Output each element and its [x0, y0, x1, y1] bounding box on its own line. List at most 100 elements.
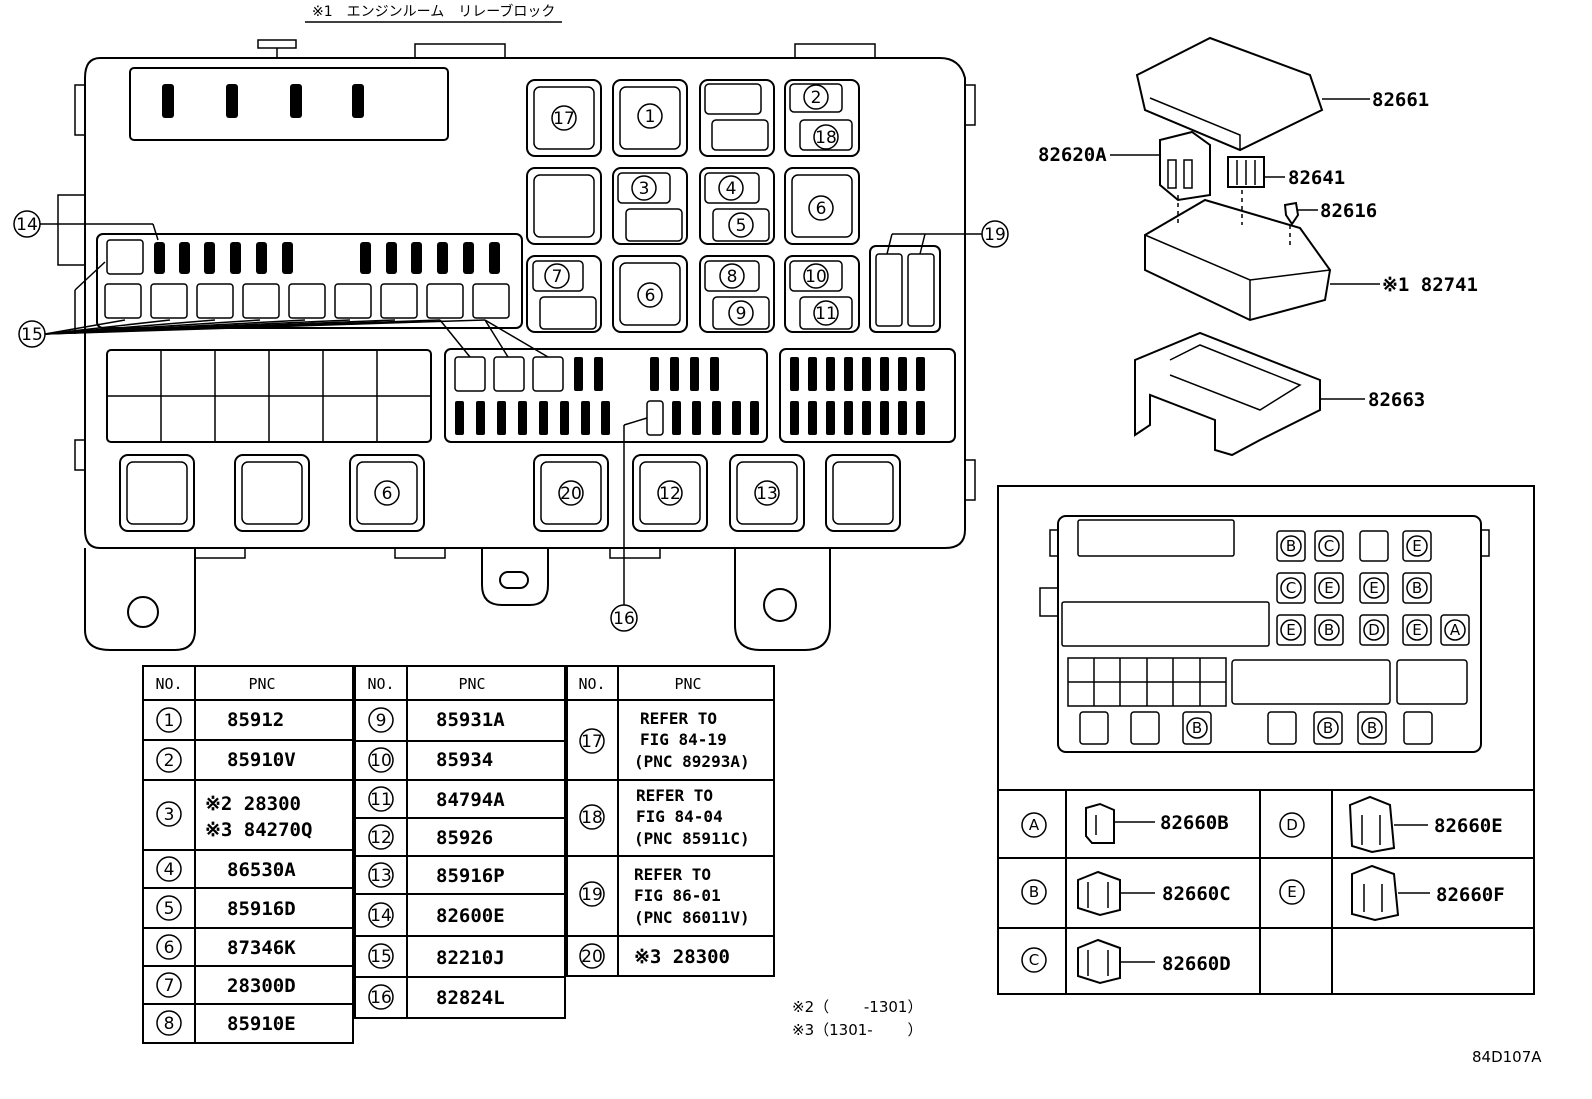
svg-text:B: B [1286, 537, 1296, 555]
svg-text:12: 12 [370, 828, 392, 848]
pnc-8: 85910E [227, 1013, 296, 1035]
pnc-4: 86530A [227, 859, 296, 881]
pnc-1: 85912 [227, 709, 284, 731]
marker-10: 10 [805, 267, 827, 287]
legend-letter-D: D [1286, 816, 1298, 834]
pnc-16: 82824L [436, 987, 505, 1009]
pnc-6: 87346K [227, 937, 296, 959]
svg-text:6: 6 [164, 938, 175, 958]
legend-letter-C: C [1029, 951, 1039, 969]
marker-20: 20 [560, 484, 582, 504]
socket-panel [997, 485, 1535, 995]
svg-text:NO.: NO. [367, 675, 394, 693]
marker-11: 11 [815, 304, 837, 324]
svg-text:REFER TO: REFER TO [640, 709, 717, 728]
svg-text:(PNC 89293A): (PNC 89293A) [634, 752, 750, 771]
callout-markers: 14 15 16 19 [13, 210, 1009, 632]
marker-6a: 6 [816, 199, 827, 219]
legend-pnc-A: 82660B [1160, 812, 1229, 834]
marker-4: 4 [726, 179, 737, 199]
svg-text:11: 11 [370, 790, 392, 810]
callout-16: 16 [613, 609, 635, 629]
svg-text:PNC: PNC [248, 675, 275, 693]
svg-text:13: 13 [370, 866, 392, 886]
svg-text:B: B [1192, 719, 1202, 737]
svg-text:7: 7 [164, 976, 175, 996]
marker-2: 2 [811, 88, 822, 108]
marker-13: 13 [756, 484, 778, 504]
footnotes: ※2（ -1301） ※3（1301- ） [792, 998, 922, 1039]
slot-letters: B C E C E E B E B D E A B B B [1186, 535, 1466, 739]
svg-text:FIG 84-19: FIG 84-19 [640, 730, 727, 749]
svg-text:E: E [1324, 579, 1333, 597]
callout-19: 19 [984, 225, 1006, 245]
right-fuse-block [779, 348, 956, 443]
svg-text:C: C [1286, 579, 1296, 597]
legend-pnc-C: 82660D [1162, 953, 1231, 975]
top-connector-pins [162, 84, 364, 118]
pnc-13: 85916P [436, 865, 505, 887]
svg-text:9: 9 [376, 711, 387, 731]
svg-text:4: 4 [164, 860, 175, 880]
table-col1: 1 2 3 4 5 6 7 8 85912 85910V ※2 28300 ※3… [156, 707, 312, 1036]
svg-text:16: 16 [370, 988, 392, 1008]
bottom-relays [119, 454, 901, 532]
marker-8: 8 [727, 267, 738, 287]
legend-pnc-D: 82660E [1434, 815, 1503, 837]
svg-text:FIG 86-01: FIG 86-01 [634, 886, 721, 905]
svg-text:B: B [1412, 579, 1422, 597]
legend-letter-E: E [1287, 883, 1296, 901]
svg-text:17: 17 [581, 732, 603, 752]
top-connector [129, 67, 449, 141]
pnc-20: ※3 28300 [634, 946, 730, 968]
svg-text:B: B [1323, 719, 1333, 737]
table-col2: 9 10 11 12 13 14 15 16 85931A 85934 8479… [368, 707, 505, 1010]
pnc-2: 85910V [227, 749, 296, 771]
pnc-15: 82210J [436, 947, 505, 969]
marker-5: 5 [736, 216, 747, 236]
svg-text:3: 3 [164, 805, 175, 825]
table-col3: 17 18 19 20 REFER TO FIG 84-19 (PNC 8929… [579, 709, 750, 969]
part-82616: 82616 [1320, 200, 1377, 222]
marker-6b: 6 [645, 286, 656, 306]
marker-7: 7 [552, 267, 563, 287]
socket-legend-letters: A B C D E [1021, 812, 1305, 973]
pnc-3b: ※3 84270Q [205, 819, 312, 841]
exploded-part-labels: 82661 82620A 82641 82616 ※1 82741 82663 [1038, 89, 1478, 411]
pnc-7: 28300D [227, 975, 296, 997]
svg-text:PNC: PNC [674, 675, 701, 693]
pnc-11: 84794A [436, 789, 505, 811]
svg-text:1: 1 [164, 711, 175, 731]
svg-text:※3（1301- ）: ※3（1301- ） [792, 1021, 922, 1039]
svg-text:18: 18 [581, 808, 603, 828]
part-82661: 82661 [1372, 89, 1429, 111]
callout-14: 14 [16, 215, 38, 235]
svg-text:※2（ -1301）: ※2（ -1301） [792, 998, 922, 1016]
part-82620A: 82620A [1038, 144, 1107, 166]
svg-text:15: 15 [370, 947, 392, 967]
svg-text:C: C [1324, 537, 1334, 555]
part-82641: 82641 [1288, 167, 1345, 189]
relay-grid [526, 79, 941, 333]
pnc-14: 82600E [436, 905, 505, 927]
svg-text:19: 19 [581, 885, 603, 905]
callout-lines [40, 223, 982, 605]
exploded-view [1110, 36, 1380, 457]
mini-fuse-block [444, 348, 768, 443]
fuse-panel [96, 233, 523, 329]
figure-code: 84D107A [1472, 1048, 1542, 1066]
socket-icons [1077, 795, 1430, 985]
pnc-9: 85931A [436, 709, 505, 731]
svg-text:E: E [1369, 579, 1378, 597]
socket-legend-pncs: 82660B 82660C 82660D 82660E 82660F [1160, 812, 1505, 975]
legend-letter-A: A [1029, 816, 1040, 834]
marker-3: 3 [639, 179, 650, 199]
svg-text:REFER TO: REFER TO [634, 865, 711, 884]
pnc-5: 85916D [227, 898, 296, 920]
part-82741: ※1 82741 [1382, 274, 1478, 296]
marker-12: 12 [659, 484, 681, 504]
svg-text:D: D [1368, 621, 1380, 639]
legend-pnc-B: 82660C [1162, 883, 1231, 905]
svg-text:NO.: NO. [578, 675, 605, 693]
